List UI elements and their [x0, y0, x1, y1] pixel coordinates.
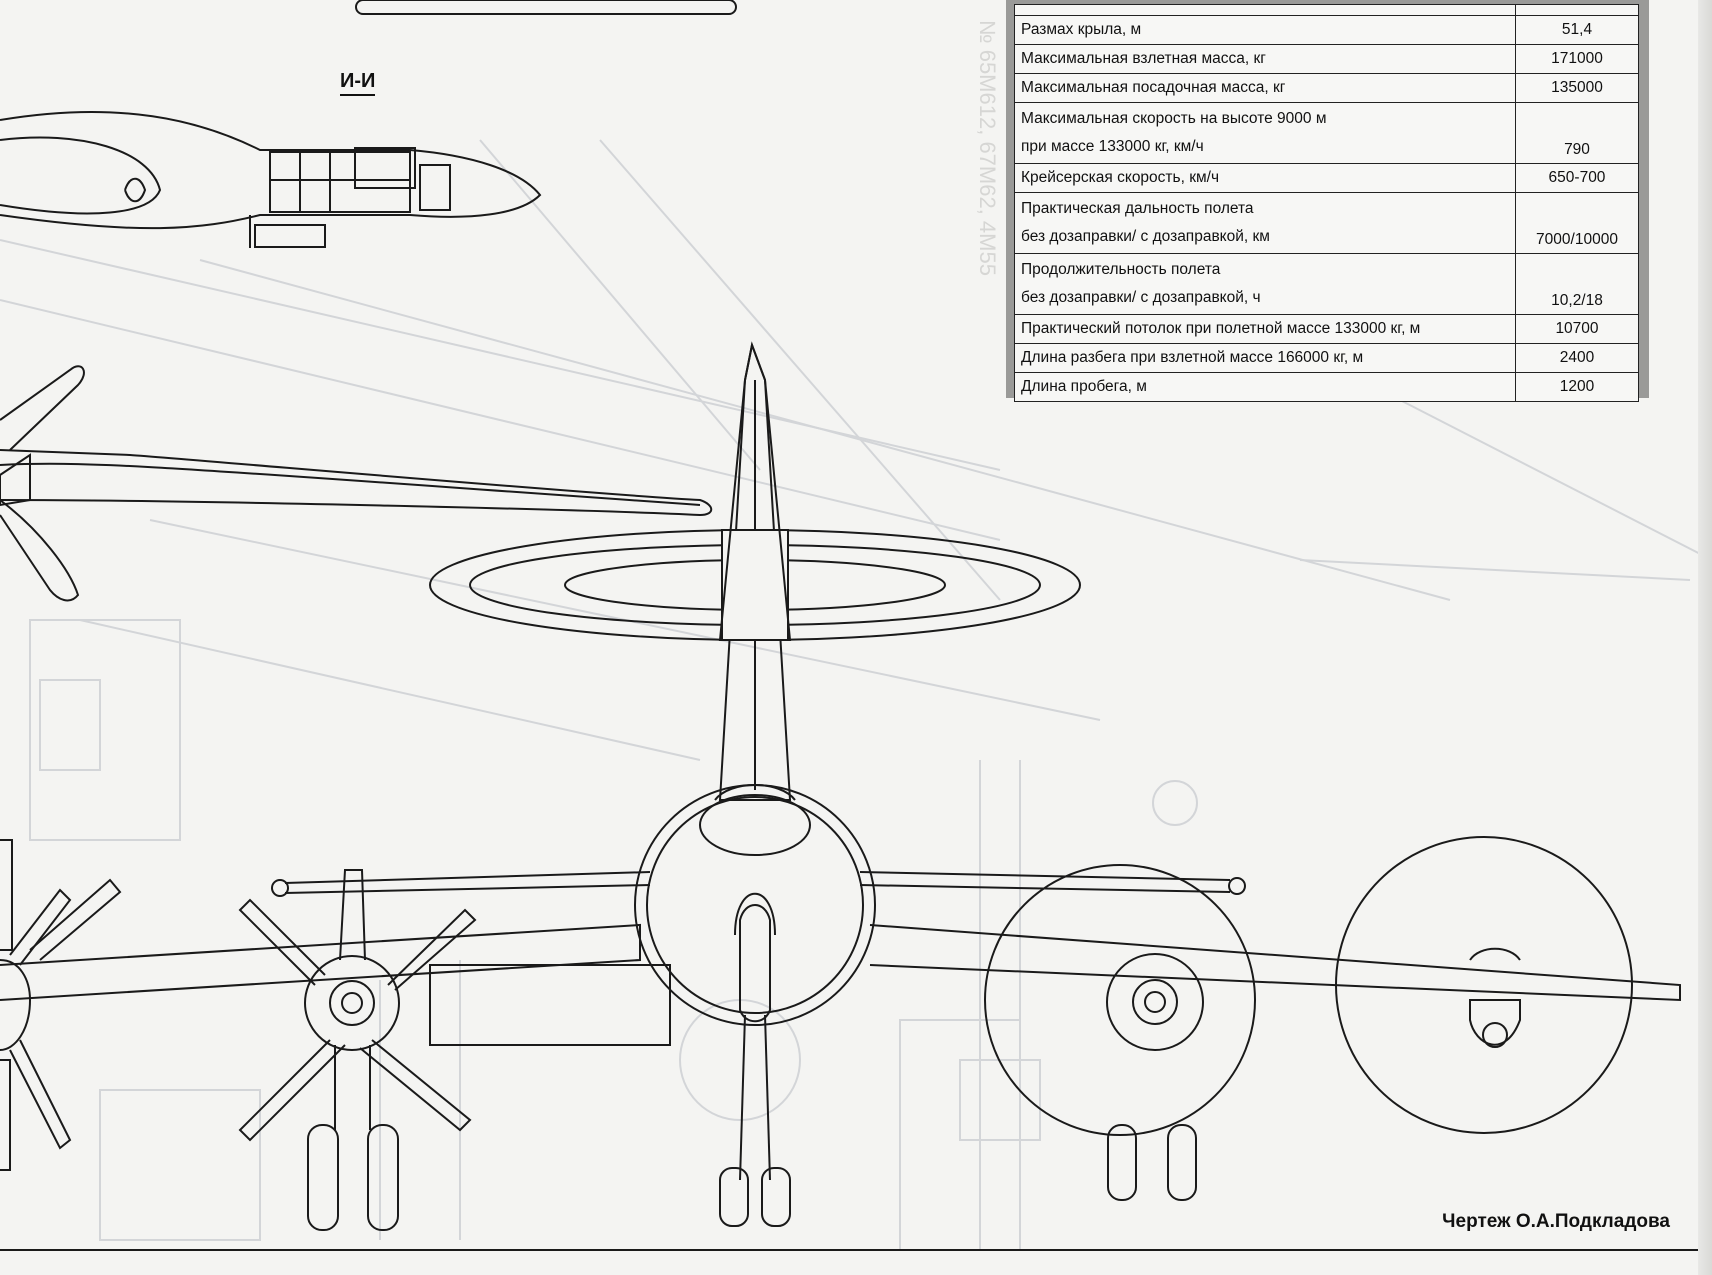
spec-value: 650-700 [1515, 163, 1639, 193]
spec-parameter-line: Размах крыла, м [1021, 21, 1142, 38]
spec-parameter: Максимальная скорость на высоте 9000 м пр… [1014, 102, 1516, 164]
spec-value: 790 [1515, 102, 1639, 164]
spec-parameter-line: без дозаправки/ с дозаправкой, км [1021, 228, 1270, 245]
section-view-ii [0, 110, 542, 248]
ghost-caption-left: № 65M612, 67M62, 4M55 [975, 20, 1000, 276]
spec-parameter-line: Практический потолок при полетной массе … [1021, 320, 1421, 337]
spec-parameter: Практический потолок при полетной массе … [1014, 314, 1516, 344]
spec-parameter: Размах крыла, м [1014, 15, 1516, 45]
spec-value: 135000 [1515, 73, 1639, 103]
spec-value: 1200 [1515, 372, 1639, 402]
spec-parameter-line: Максимальная взлетная масса, кг [1021, 50, 1266, 67]
drawing-credit: Чертеж О.А.Подкладова [1442, 1211, 1670, 1232]
spec-row: Максимальная посадочная масса, кг 135000 [1014, 73, 1639, 103]
spec-parameter-line: при массе 133000 кг, км/ч [1021, 138, 1204, 155]
spec-parameter: Максимальная посадочная масса, кг [1014, 73, 1516, 103]
spec-parameter-line: Длина пробега, м [1021, 378, 1147, 395]
spec-row: Максимальная скорость на высоте 9000 м пр… [1014, 102, 1639, 164]
spec-row: Размах крыла, м 51,4 [1014, 15, 1639, 45]
spec-parameter [1014, 4, 1516, 16]
section-label: И-И [340, 70, 376, 96]
spec-parameter-line: Максимальная посадочная масса, кг [1021, 79, 1286, 96]
spec-row: Длина пробега, м 1200 [1014, 372, 1639, 402]
spec-row: Крейсерская скорость, км/ч 650-700 [1014, 163, 1639, 193]
spec-value: 10700 [1515, 314, 1639, 344]
spec-value [1515, 4, 1639, 16]
spec-parameter: Практическая дальность полета без дозапра… [1014, 192, 1516, 254]
spec-value: 7000/10000 [1515, 192, 1639, 254]
spec-parameter: Длина пробега, м [1014, 372, 1516, 402]
spec-value: 51,4 [1515, 15, 1639, 45]
spec-row: Практический потолок при полетной массе … [1014, 314, 1639, 344]
spec-row: Продолжительность полета без дозаправки/ … [1014, 253, 1639, 315]
spec-row: Длина разбега при взлетной массе 166000 … [1014, 343, 1639, 373]
spec-parameter-line: Практическая дальность полета [1021, 200, 1254, 217]
spec-value: 10,2/18 [1515, 253, 1639, 315]
spec-parameter: Длина разбега при взлетной массе 166000 … [1014, 343, 1516, 373]
spec-row: Практическая дальность полета без дозапра… [1014, 192, 1639, 254]
spec-parameter: Крейсерская скорость, км/ч [1014, 163, 1516, 193]
spec-value: 2400 [1515, 343, 1639, 373]
spec-row: Максимальная взлетная масса, кг 171000 [1014, 44, 1639, 74]
spec-parameter: Максимальная взлетная масса, кг [1014, 44, 1516, 74]
spec-parameter-line: Крейсерская скорость, км/ч [1021, 169, 1220, 186]
side-view-wing [0, 365, 713, 602]
background-ghost-lines [0, 139, 1712, 1251]
spec-row [1014, 4, 1639, 16]
spec-parameter-line: без дозаправки/ с дозаправкой, ч [1021, 289, 1261, 306]
front-view-aircraft [0, 341, 1712, 1251]
spec-parameter-line: Продолжительность полета [1021, 261, 1221, 278]
spec-value: 171000 [1515, 44, 1639, 74]
spec-parameter-line: Максимальная скорость на высоте 9000 м [1021, 110, 1327, 127]
spec-parameter: Продолжительность полета без дозаправки/ … [1014, 253, 1516, 315]
spec-parameter-line: Длина разбега при взлетной массе 166000 … [1021, 349, 1364, 366]
